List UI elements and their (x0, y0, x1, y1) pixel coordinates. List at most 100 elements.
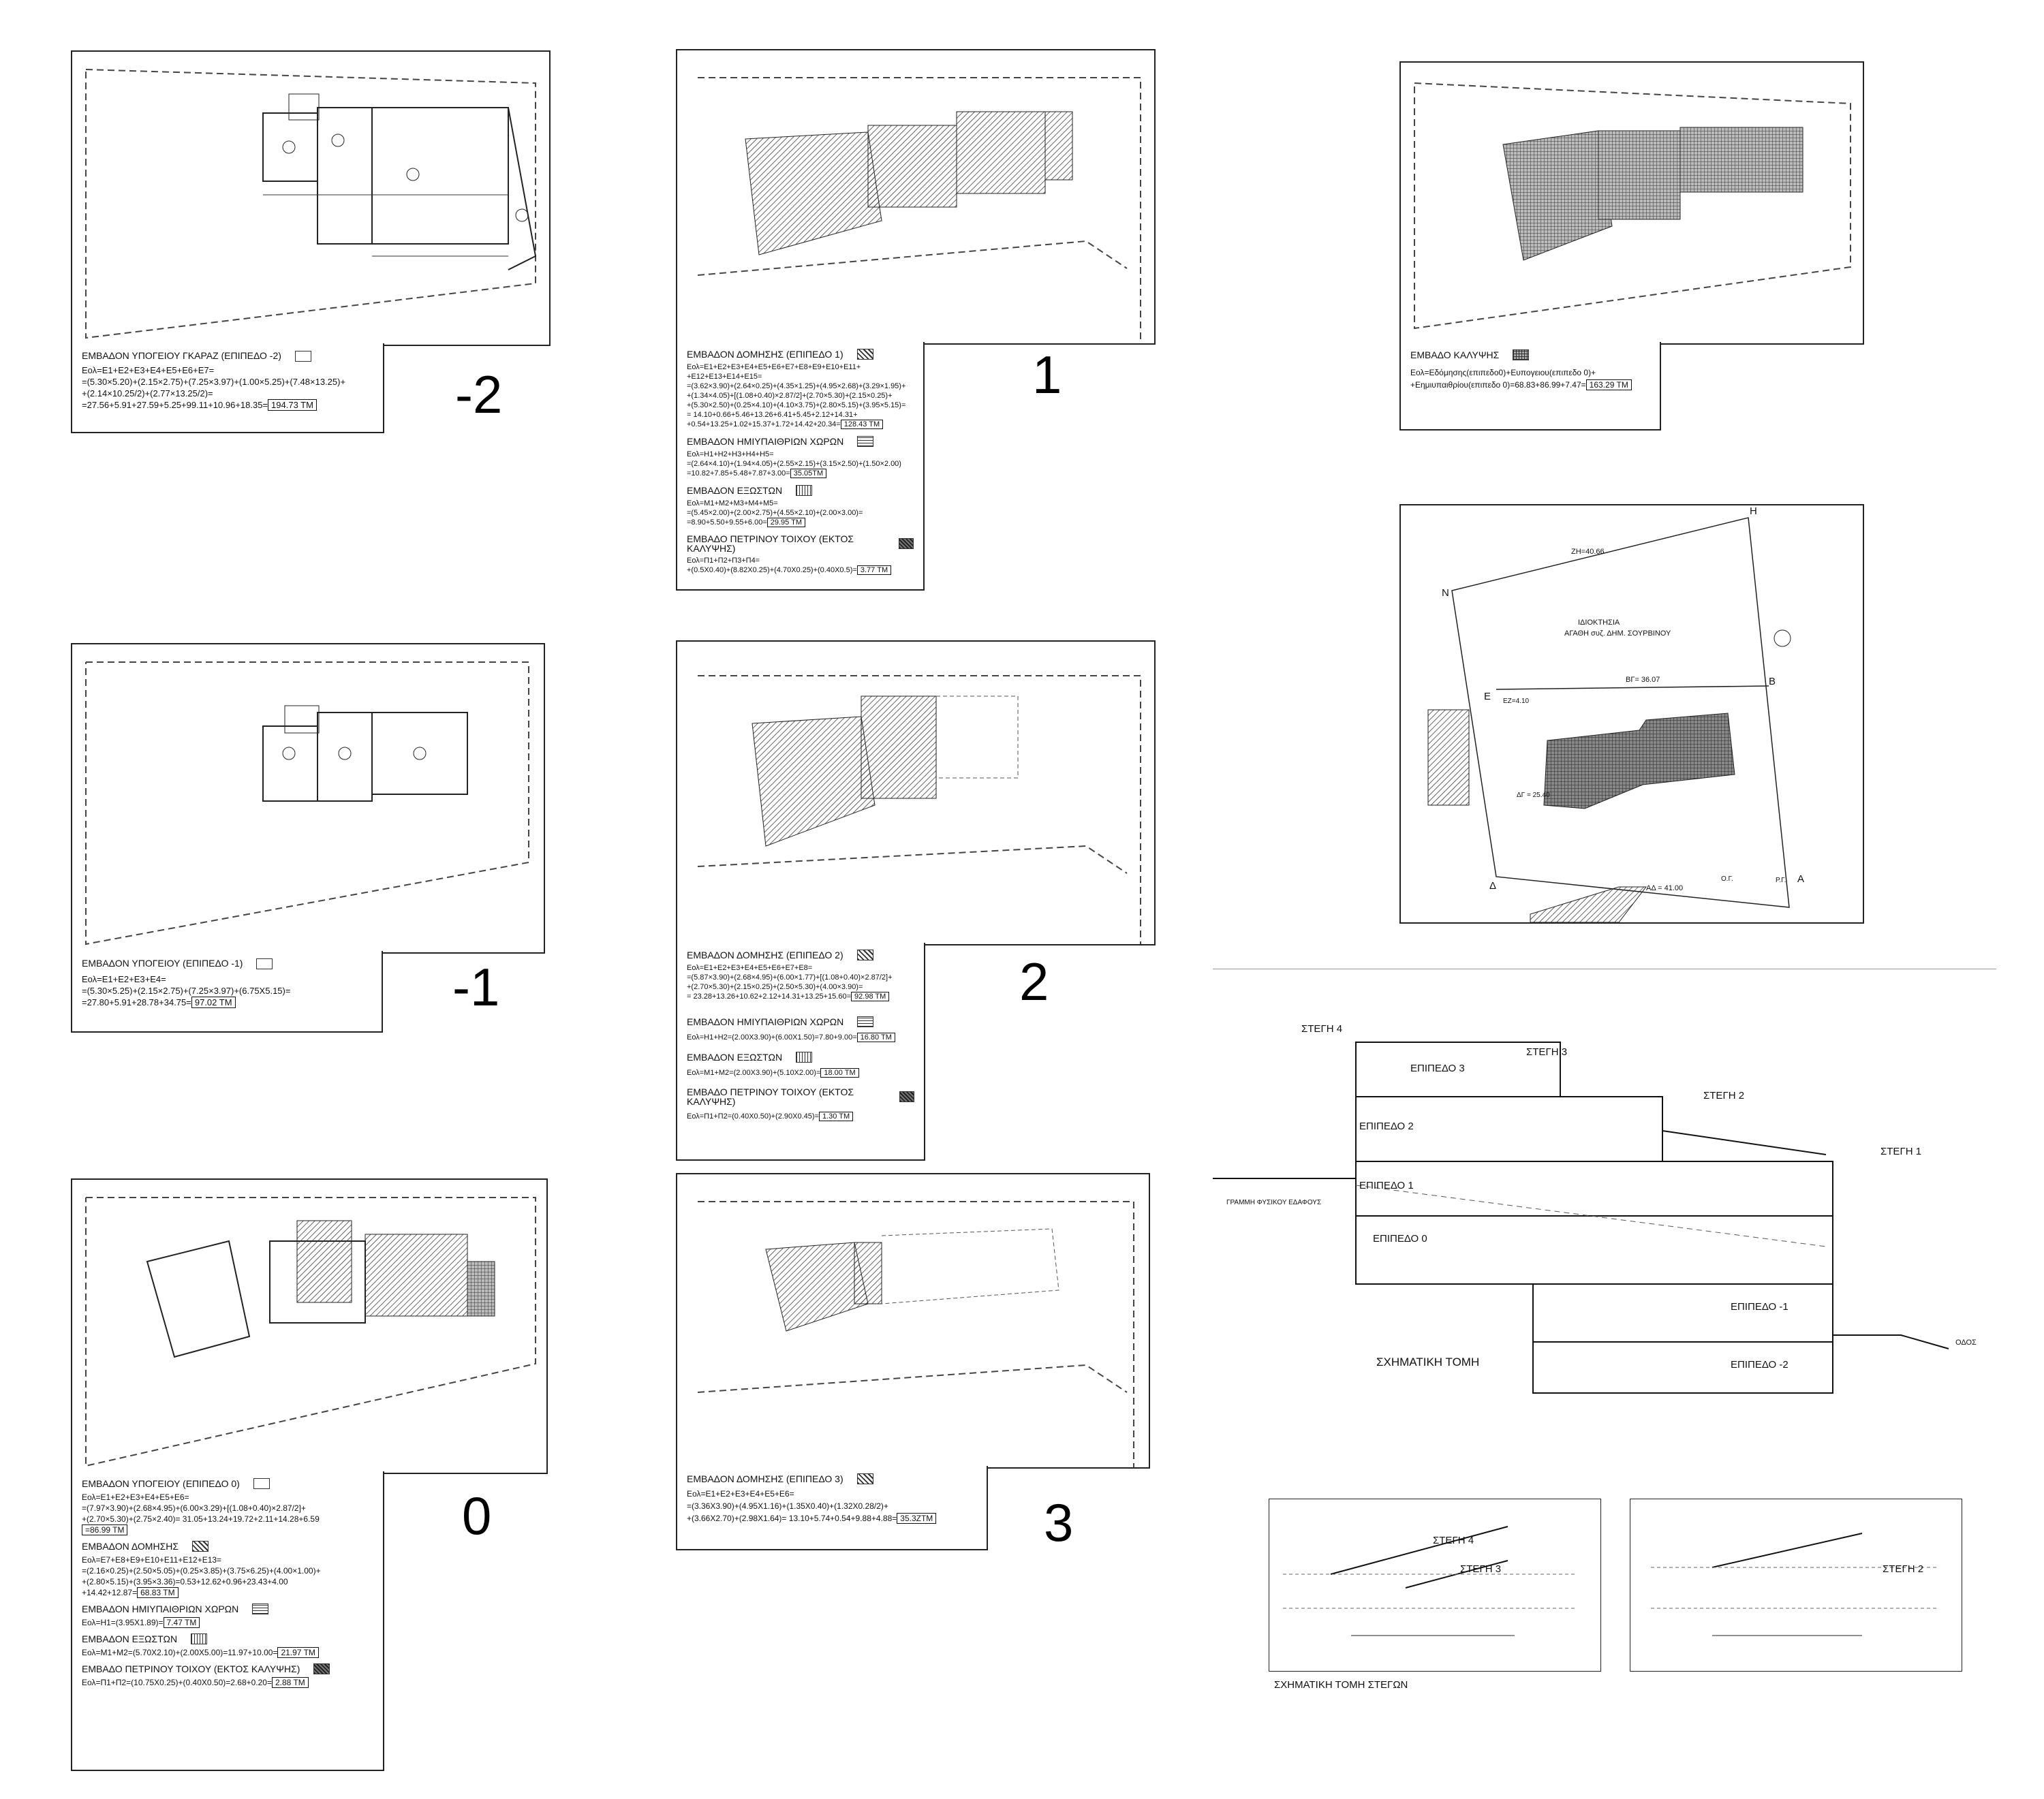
legend-result: 2.88 ΤΜ (271, 1677, 309, 1688)
legend-line: Εολ=Ε1+Ε2+Ε3+Ε4+Ε5+Ε6+Ε7+Ε8= (687, 964, 813, 972)
legend-title: ΕΜΒΑΔΟΝ ΔΟΜΗΣΗΣ (ΕΠΙΠΕΔΟ 2) (687, 950, 843, 960)
legend-line: Εολ=Ε1+Ε2+Ε3+Ε4+Ε5+Ε6+Ε7= (82, 365, 215, 375)
plan-level-3 (697, 1201, 1134, 1467)
legend-result: 35.3ΖΤΜ (897, 1513, 937, 1524)
legend-title: ΕΜΒΑΔΟΝ ΔΟΜΗΣΗΣ (ΕΠΙΠΕΔΟ 3) (687, 1473, 843, 1484)
sheet-site-plan: ΙΔΙΟΚΤΗΣΙΑ ΑΓΑΘΗ συζ. ΔΗΜ. ΣΟΥΡΒΙΝΟΥ ΖΗ=… (1399, 504, 1864, 924)
level-number: 0 (462, 1486, 492, 1546)
legend-title: ΕΜΒΑΔΟΝ ΥΠΟΓΕΙΟΥ (ΕΠΙΠΕΔΟ -1) (82, 958, 243, 969)
legend-result: 21.97 ΤΜ (277, 1647, 319, 1658)
sheet-level-0 (71, 1178, 548, 1474)
legend-result: 35.05ΤΜ (790, 469, 827, 478)
legend-line: =27.80+5.91+28.78+34.75= (82, 997, 191, 1007)
dim-ad: ΑΔ = 41.00 (1646, 884, 1684, 892)
roof-section-left-drawing (1283, 1526, 1576, 1636)
sheet-level-1 (676, 49, 1156, 345)
legend-line: +Ε12+Ε13+Ε14+Ε15= (687, 373, 762, 381)
swatch-diagonal (192, 1541, 208, 1552)
legend-result: 92.98 ΤΜ (851, 992, 890, 1001)
legend-line: +(2.80×5.15)+(3.95×3.36)=0.53+12.62+0.96… (82, 1577, 288, 1586)
legend-line: +Εημιυπαιθρίου(επιπεδο 0)=68.83+86.99+7.… (1410, 380, 1586, 390)
level-number: -2 (455, 364, 503, 424)
legend-line: =(2.16×0.25)+(2.50×5.05)+(0.25×3.85)+(3.… (82, 1566, 321, 1576)
site-plan-drawing (1427, 517, 1791, 922)
level-label: ΕΠΙΠΕΔΟ -1 (1731, 1301, 1788, 1313)
legend-coverage: ΕΜΒΑΔΟ ΚΑΛΥΨΗΣ Εολ=Εδόμησης(επιπεδο0)+Ευ… (1399, 342, 1661, 431)
legend-title: ΕΜΒΑΔΟ ΚΑΛΥΨΗΣ (1410, 349, 1500, 360)
sheet-level-minus1 (71, 643, 545, 954)
swatch-horizontal (252, 1604, 269, 1614)
legend-line: =(5.45×2.00)+(2.00×2.75)+(4.55×2.10)+(2.… (687, 509, 863, 517)
legend-line: Εολ=Η1+Η2+Η3+Η4+Η5= (687, 450, 774, 458)
legend-line: =(7.97×3.90)+(2.68×4.95)+(6.00×3.29)+[(1… (82, 1503, 306, 1513)
swatch-dark (313, 1663, 330, 1674)
point-n: Ν (1442, 587, 1449, 599)
plan-level-1 (697, 77, 1141, 343)
section-title: ΣΧΗΜΑΤΙΚΗ ΤΟΜΗ (1376, 1356, 1480, 1368)
legend-result: 7.47 ΤΜ (163, 1617, 200, 1628)
roof-label: ΣΤΕΓΗ 1 (1880, 1146, 1922, 1157)
label-rg: Ρ.Γ. (1776, 877, 1786, 884)
legend-line: Εολ=Η1=(3.95X1.89)= (82, 1618, 164, 1627)
legend-title: ΕΜΒΑΔΟΝ ΗΜΙΥΠΑΙΘΡΙΩΝ ΧΩΡΩΝ (82, 1604, 239, 1614)
legend-level-3: ΕΜΒΑΔΟΝ ΔΟΜΗΣΗΣ (ΕΠΙΠΕΔΟ 3) Εολ=Ε1+Ε2+Ε3… (676, 1466, 988, 1550)
legend-line: +0.54+13.25+1.02+15.37+1.72+14.42+20.34= (687, 420, 841, 428)
level-number: -1 (452, 957, 500, 1017)
legend-result: 3.77 ΤΜ (856, 565, 892, 575)
roof-label: ΣΤΕΓΗ 4 (1301, 1023, 1343, 1035)
dim-dg: ΔΓ = 25.40 (1517, 792, 1550, 799)
level-number: 1 (1032, 345, 1062, 405)
legend-line: Εολ=Μ1+Μ2+Μ3+Μ4+Μ5= (687, 499, 778, 507)
swatch-vertical (796, 485, 813, 496)
legend-level-minus2: ΕΜΒΑΔΟΝ ΥΠΟΓΕΙΟΥ ΓΚΑΡΑΖ (ΕΠΙΠΕΔΟ -2) Εολ… (71, 343, 384, 433)
legend-line: Εολ=Π1+Π2=(0.40X0.50)+(2.90X0.45)= (687, 1112, 819, 1121)
swatch-vertical (796, 1052, 813, 1063)
legend-line: Εολ=Μ1+Μ2=(5.70X2.10)+(2.00X5.00)=11.97+… (82, 1648, 278, 1657)
legend-line: Εολ=Ε1+Ε2+Ε3+Ε4+Ε5+Ε6= (687, 1489, 794, 1499)
legend-line: Εολ=Π1+Π2+Π3+Π4= (687, 557, 760, 565)
section-drawing (1213, 1042, 1949, 1394)
swatch-white (294, 350, 311, 362)
legend-level-2: ΕΜΒΑΔΟΝ ΔΟΜΗΣΗΣ (ΕΠΙΠΕΔΟ 2) Εολ=Ε1+Ε2+Ε3… (676, 943, 925, 1161)
legend-result: =86.99 ΤΜ (82, 1524, 128, 1535)
legend-line: Εολ=Ε7+Ε8+Ε9+Ε10+Ε11+Ε12+Ε13= (82, 1555, 222, 1565)
plan-level-0 (85, 1197, 536, 1467)
legend-line: = 14.10+0.66+5.46+13.26+6.41+5.45+2.12+1… (687, 411, 858, 419)
legend-result: 128.43 ΤΜ (840, 420, 884, 429)
swatch-dark (899, 1091, 914, 1102)
plan-level-minus2 (85, 69, 537, 339)
legend-line: =(2.64×4.10)+(1.94×4.05)+(2.55×2.15)+(3.… (687, 460, 901, 468)
legend-line: +(2.14×10.25/2)+(2.77×13.25/2)= (82, 388, 213, 398)
legend-line: Εολ=Μ1+Μ2=(2.00X3.90)+(5.10X2.00)= (687, 1069, 821, 1077)
dim-ez: ΕΖ=4.10 (1503, 698, 1530, 705)
legend-line: =27.56+5.91+27.59+5.25+99.11+10.96+18.35… (82, 400, 268, 410)
legend-line: =(3.36X3.90)+(4.95X1.16)+(1.35X0.40)+(1.… (687, 1501, 888, 1511)
swatch-diagonal (856, 1473, 873, 1484)
plan-level-2 (697, 675, 1141, 944)
legend-title: ΕΜΒΑΔΟΝ ΔΟΜΗΣΗΣ (82, 1541, 179, 1552)
owner-line1: ΙΔΙΟΚΤΗΣΙΑ (1578, 619, 1620, 627)
dim-zh: ΖΗ=40.66 (1571, 548, 1605, 556)
legend-result: 97.02 ΤΜ (191, 997, 236, 1008)
legend-title: ΕΜΒΑΔΟ ΠΕΤΡΙΝΟΥ ΤΟΙΧΟΥ (ΕΚΤΟΣ ΚΑΛΥΨΗΣ) (687, 533, 854, 554)
legend-line: Εολ=Π1+Π2=(10.75X0.25)+(0.40X0.50)=2.68+… (82, 1678, 272, 1687)
legend-level-minus1: ΕΜΒΑΔΟΝ ΥΠΟΓΕΙΟΥ (ΕΠΙΠΕΔΟ -1) Εολ=Ε1+Ε2+… (71, 951, 383, 1033)
legend-line: +(3.66X2.70)+(2.98X1.64)= 13.10+5.74+0.5… (687, 1514, 897, 1523)
swatch-horizontal (857, 436, 874, 447)
road-label: ΟΔΟΣ (1955, 1339, 1977, 1347)
legend-result: 68.83 ΤΜ (137, 1587, 179, 1598)
plan-coverage (1414, 82, 1851, 330)
level-label: ΕΠΙΠΕΔΟ 0 (1373, 1233, 1427, 1245)
roof-label: ΣΤΕΓΗ 3 (1526, 1046, 1568, 1058)
legend-title: ΕΜΒΑΔΟΝ ΕΞΩΣΤΩΝ (687, 1052, 783, 1063)
roof-label: ΣΤΕΓΗ 3 (1460, 1563, 1502, 1575)
roof-section-title: ΣΧΗΜΑΤΙΚΗ ΤΟΜΗ ΣΤΕΓΩΝ (1274, 1679, 1408, 1691)
legend-result: 1.30 ΤΜ (818, 1112, 854, 1121)
point-b: Β (1769, 676, 1776, 687)
roof-section-left: ΣΤΕΓΗ 4 ΣΤΕΓΗ 3 (1269, 1499, 1601, 1672)
legend-result: 29.95 ΤΜ (766, 518, 806, 527)
legend-result: 18.00 ΤΜ (820, 1068, 859, 1078)
legend-line: Εολ=Εδόμησης(επιπεδο0)+Ευπογειου(επιπεδο… (1410, 368, 1596, 377)
dim-bg: ΒΓ= 36.07 (1626, 676, 1660, 684)
level-number: 2 (1019, 952, 1049, 1012)
